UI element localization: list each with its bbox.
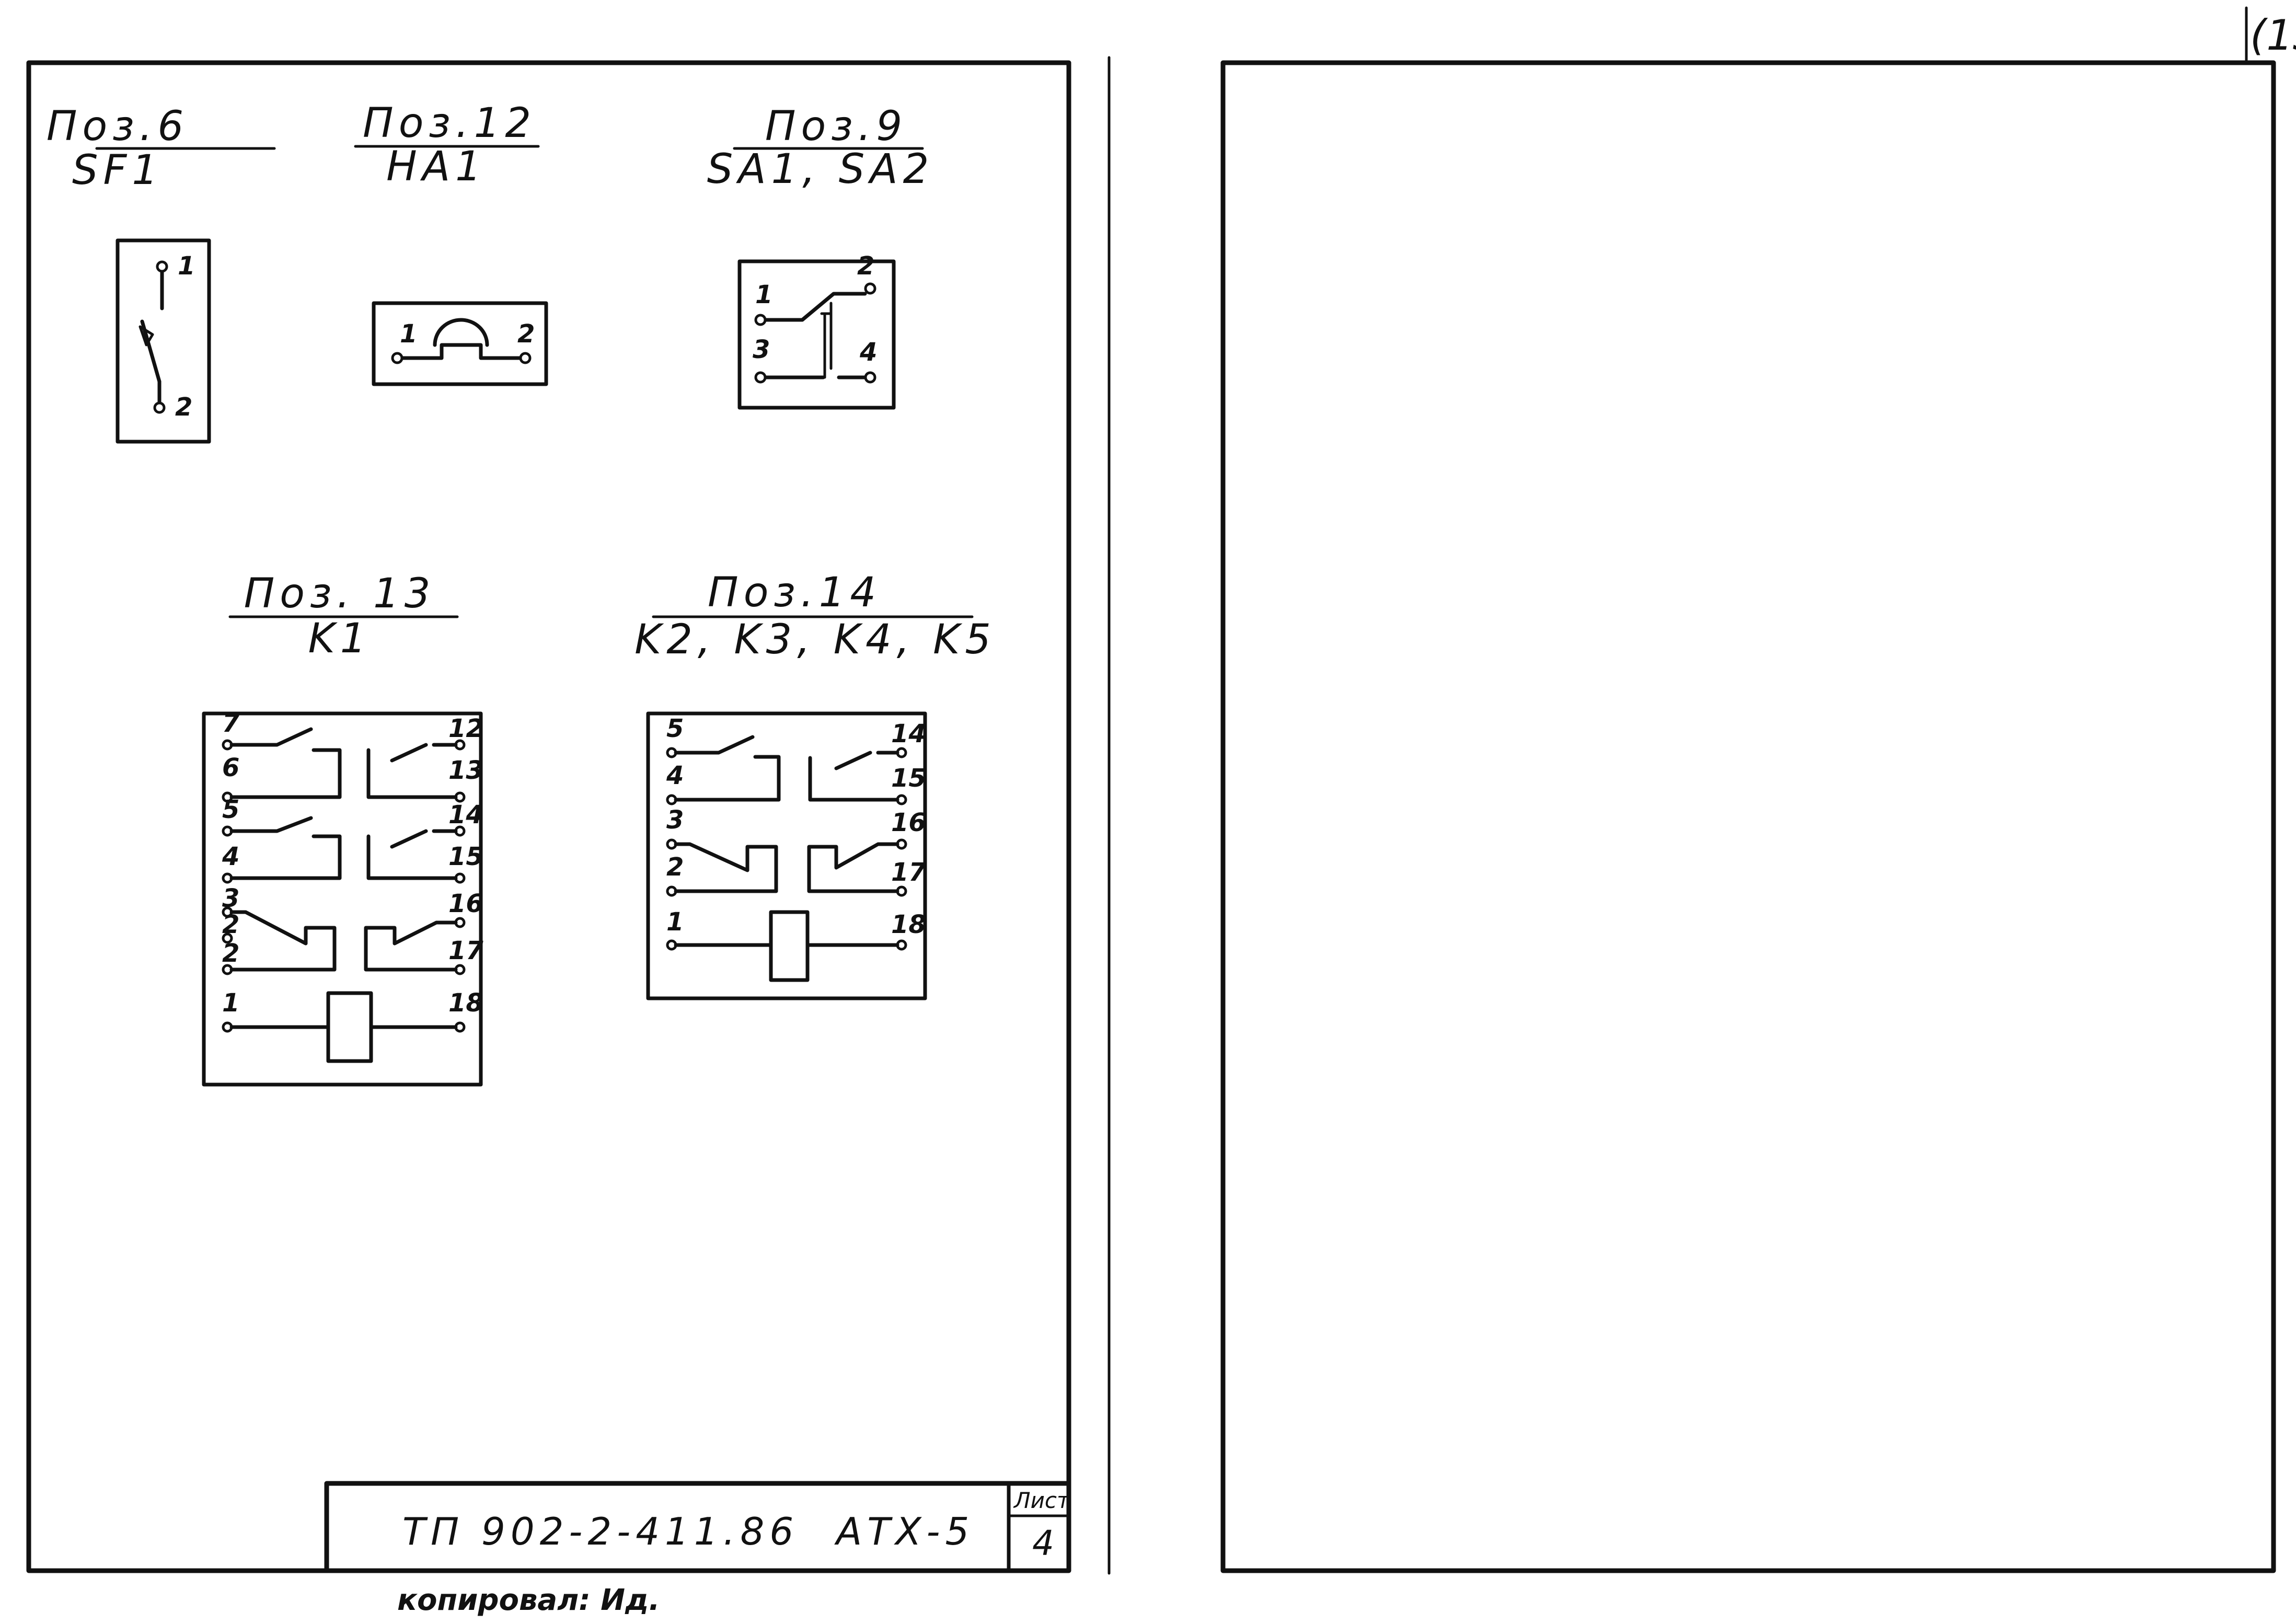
- header-k2k5: Поз.14 K2, K3, K4, K5: [634, 569, 996, 663]
- pos-label-sa: Поз.9: [765, 103, 907, 150]
- sheet-label: Лист: [1013, 1488, 1070, 1513]
- sa-terminal-2: [864, 282, 876, 295]
- sa-contact-upper: [764, 292, 867, 322]
- k1-box: [202, 711, 483, 1087]
- k1-pin-1: 1: [222, 988, 239, 1018]
- k2k5-pin-14: 14: [891, 719, 926, 748]
- k1-pin-2: 2: [222, 910, 239, 939]
- k1-contact-5-4: [229, 816, 342, 880]
- ha1-box: [372, 301, 548, 386]
- k1-pin-2b: 2: [222, 939, 239, 968]
- symbol-k2k5: 5 4 3 2 1 14 15 16 17 18: [646, 711, 927, 1000]
- sf1-pin-2: 2: [175, 393, 192, 422]
- k2k5-pin-3: 3: [666, 805, 684, 835]
- sf1-terminal-1: [156, 260, 168, 273]
- ha1-terminal-1: [391, 352, 403, 364]
- k2k5-pin-1: 1: [666, 907, 684, 937]
- title-block-frame: [324, 1481, 1071, 1573]
- sa-pin-3: 3: [753, 335, 770, 364]
- k1-pin-18: 18: [448, 988, 483, 1018]
- ha1-bell-lead: [400, 343, 522, 360]
- k1-pin-13: 13: [448, 756, 483, 785]
- right-sheet-frame: [1220, 60, 2276, 1573]
- sa-terminal-3: [754, 371, 767, 384]
- k1-pin-7: 7: [222, 709, 240, 738]
- k1-contact-14-15: [366, 829, 458, 880]
- k2k5-contact-3-2: [674, 842, 778, 893]
- k1-pin-4: 4: [222, 842, 239, 871]
- k1-pin-16: 16: [448, 889, 483, 918]
- sf1-pin-1: 1: [178, 251, 195, 281]
- sa-terminal-4: [864, 371, 876, 384]
- designation-k2k5: K2, K3, K4, K5: [634, 616, 996, 663]
- sa-actuator-link: [820, 302, 833, 379]
- designation-k1: K1: [308, 615, 372, 662]
- sa-pin-2: 2: [857, 251, 874, 281]
- ha1-bell-dome: [433, 318, 489, 347]
- header-k1: Поз. 13 K1: [228, 570, 459, 662]
- k2k5-pin-16: 16: [891, 808, 926, 837]
- k2k5-contact-16-17: [807, 842, 899, 893]
- copy-note: копировал: Ид.: [397, 1583, 660, 1617]
- k1-contact-12-13: [366, 743, 458, 799]
- sf1-release-mark: [139, 325, 154, 347]
- header-sa: Поз.9 SA1, SA2: [707, 103, 934, 193]
- k2k5-contact-14-15: [808, 751, 899, 802]
- k2k5-box: [646, 711, 927, 1000]
- k1-contact-3-2: [229, 910, 337, 972]
- sf1-switch-blade: [140, 319, 161, 384]
- k2k5-pin-15: 15: [891, 764, 926, 793]
- k1-pin-15: 15: [448, 842, 483, 871]
- sf1-box: [116, 238, 211, 444]
- sa-box: [737, 259, 896, 410]
- sa-pin-4: 4: [859, 338, 877, 367]
- k2k5-contact-5-4: [674, 735, 781, 802]
- symbol-sf1: 1 2: [116, 238, 211, 444]
- k2k5-coil: [769, 910, 810, 982]
- k2k5-pin-2: 2: [666, 853, 684, 882]
- k1-pin-6: 6: [222, 753, 239, 782]
- k2k5-pin-18: 18: [891, 910, 926, 939]
- pos-label-k2k5: Поз.14: [708, 569, 881, 616]
- symbol-ha1: 1 2: [372, 301, 548, 386]
- designation-sf1: SF1: [72, 147, 163, 194]
- pos-label-ha1: Поз.12: [363, 100, 536, 147]
- k1-contact-16-17: [364, 920, 458, 972]
- ha1-pin-2: 2: [517, 319, 535, 349]
- left-sheet-frame: [26, 60, 1071, 1573]
- k2k5-pin-5: 5: [666, 714, 684, 743]
- sheet-number: 4: [1032, 1523, 1054, 1563]
- header-sf1: Поз.6 SF1: [47, 103, 276, 194]
- pos-label-k1: Поз. 13: [244, 570, 436, 617]
- k1-terminal-2: [222, 932, 233, 944]
- sa-terminal-1: [754, 314, 767, 326]
- ha1-terminal-2: [519, 352, 532, 364]
- k1-pin-12: 12: [448, 714, 483, 743]
- ha1-pin-1: 1: [400, 319, 417, 349]
- symbol-k1: 7 6 5 4 3 2 2 1 12 13 14 15 16 17 18: [202, 709, 483, 1087]
- symbol-sa: 1 2 3 4: [737, 251, 896, 410]
- header-ha1: Поз.12 HA1: [354, 100, 540, 190]
- k1-pin-14: 14: [448, 800, 483, 830]
- k1-pin-3: 3: [222, 884, 239, 913]
- k1-pin-17: 17: [448, 936, 483, 965]
- k1-coil: [326, 991, 373, 1063]
- designation-sa: SA1, SA2: [707, 146, 934, 193]
- sf1-terminal-2: [153, 401, 166, 414]
- k1-pin-5: 5: [222, 795, 239, 824]
- k1-contact-7-6: [229, 727, 342, 799]
- k2k5-pin-4: 4: [666, 761, 684, 790]
- sa-pin-1: 1: [755, 280, 772, 309]
- sheet-marker: (13: [2250, 11, 2296, 60]
- pos-label-sf1: Поз.6: [47, 103, 189, 150]
- k2k5-pin-17: 17: [891, 858, 926, 887]
- designation-ha1: HA1: [386, 143, 487, 190]
- doc-code: ТП 902-2-411.86: [402, 1510, 799, 1553]
- sheet-code: АТХ-5: [834, 1510, 974, 1553]
- title-block: ТП 902-2-411.86 АТХ-5 Лист 4: [324, 1481, 1071, 1573]
